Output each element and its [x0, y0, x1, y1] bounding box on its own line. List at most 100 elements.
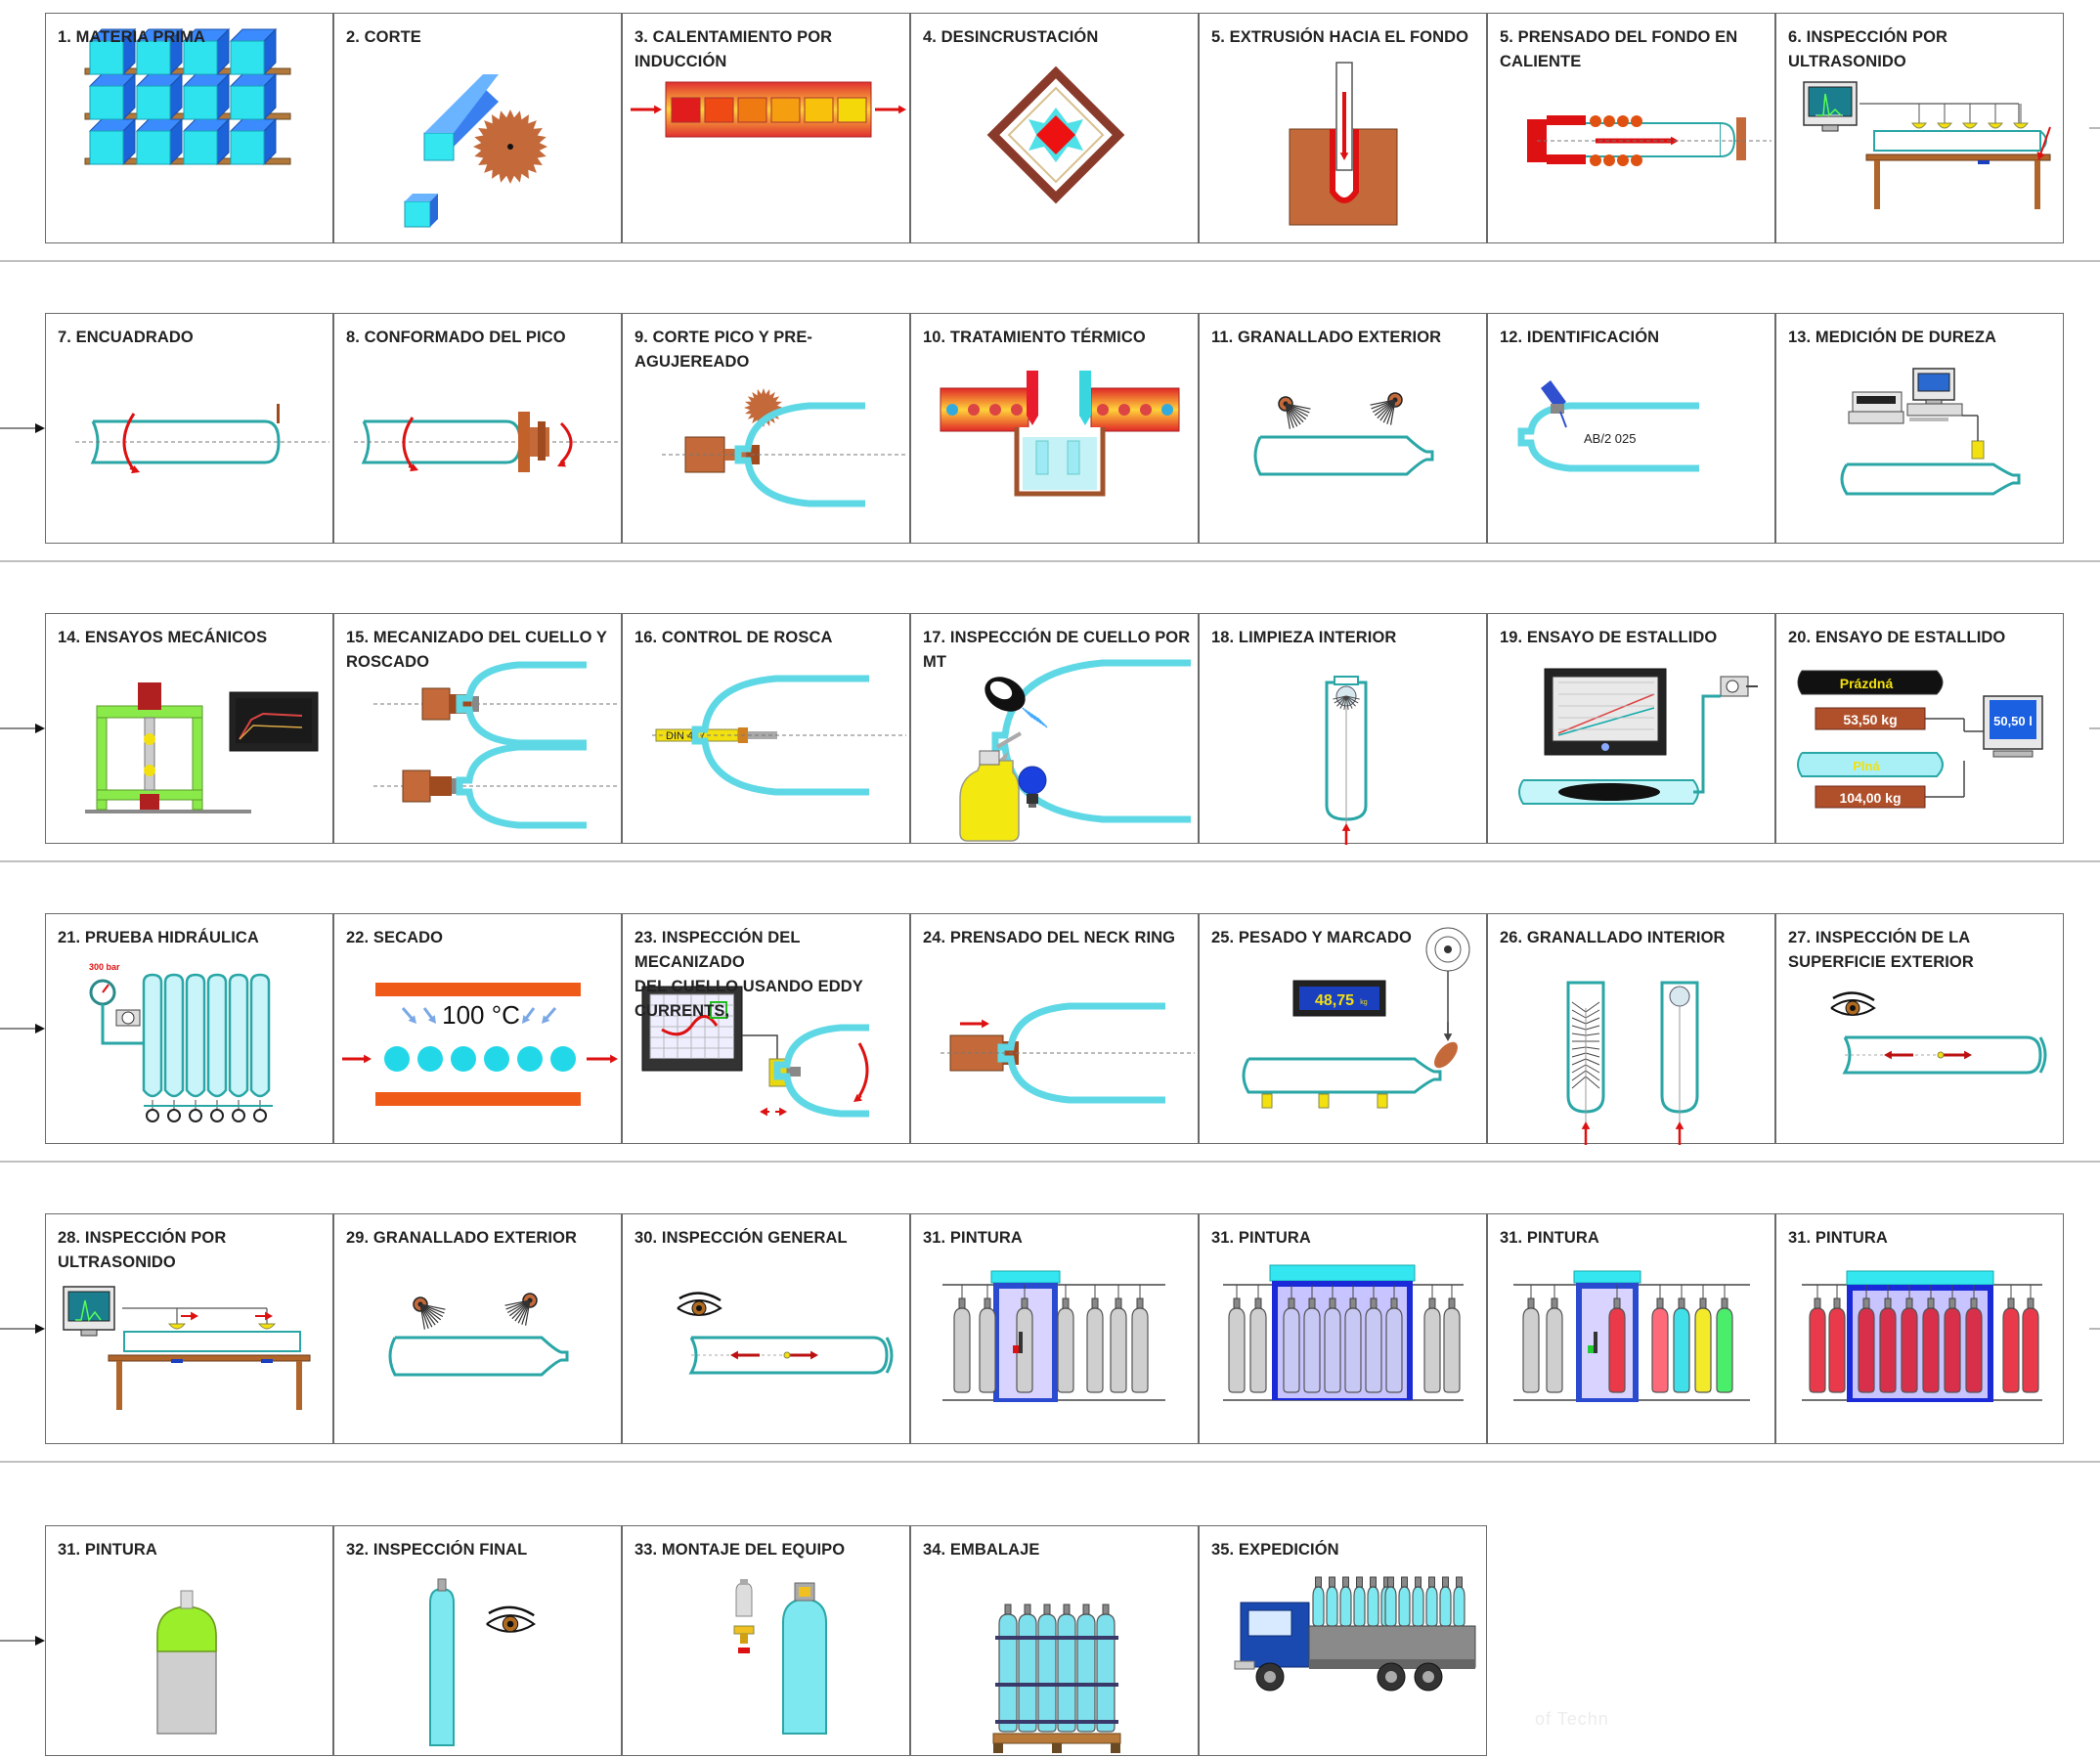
- step-illustration-descale: [986, 66, 1125, 204]
- step-illustration-thread: DIN 477: [652, 675, 906, 796]
- step-label: 25. PESADO Y MARCADO: [1211, 929, 1412, 946]
- step-label: 13. MEDICIÓN DE DUREZA: [1788, 329, 1997, 346]
- step-label: 23. INSPECCIÓN DEL MECANIZADO DEL CUELLO…: [634, 929, 863, 1020]
- step-label: 32. INSPECCIÓN FINAL: [346, 1541, 528, 1559]
- step-illustration-ultrasound: [1803, 81, 2051, 209]
- step-label: 11. GRANALLADO EXTERIOR: [1211, 329, 1442, 346]
- step-illustration-burst: [1518, 668, 1758, 805]
- step-tile-s32: 31. PINTURA: [910, 1213, 1199, 1444]
- step-tile-s25: 24. PRENSADO DEL NECK RING: [910, 913, 1199, 1144]
- svg-text:53,50 kg: 53,50 kg: [1843, 712, 1897, 727]
- step-illustration-valve: [733, 1579, 827, 1735]
- step-label: 31. PINTURA: [923, 1229, 1023, 1247]
- step-label: 31. PINTURA: [1500, 1229, 1599, 1247]
- step-illustration-hydro: 300 bar: [89, 962, 273, 1122]
- step-tile-s34: 31. PINTURA: [1487, 1213, 1775, 1444]
- step-tile-s07: 6. INSPECCIÓN POR ULTRASONIDO: [1775, 13, 2064, 243]
- step-tile-s01: 1. MATERIA PRIMA: [45, 13, 333, 243]
- watermark: of Techn: [1535, 1709, 1609, 1729]
- step-illustration-eddy: [641, 986, 869, 1118]
- step-illustration-heat: [940, 371, 1180, 497]
- svg-text:kg: kg: [1360, 999, 1368, 1006]
- step-tile-s33: 31. PINTURA: [1199, 1213, 1487, 1444]
- step-label: 18. LIMPIEZA INTERIOR: [1211, 629, 1397, 646]
- step-tile-s35: 31. PINTURA: [1775, 1213, 2064, 1444]
- step-tile-s29: 28. INSPECCIÓN POR ULTRASONIDO: [45, 1213, 333, 1444]
- step-label: 16. CONTROL DE ROSCA: [634, 629, 833, 646]
- step-tile-s09: 8. CONFORMADO DEL PICO: [333, 313, 622, 544]
- step-tile-s18: 17. INSPECCIÓN DE CUELLO POR MT: [910, 613, 1199, 844]
- step-tile-s17: DIN 477 16. CONTROL DE ROSCA: [622, 613, 910, 844]
- step-illustration-paint4: [1802, 1270, 2042, 1402]
- step-illustration-paintdone: [156, 1590, 217, 1735]
- step-label: 22. SECADO: [346, 929, 444, 946]
- step-tile-s37: 32. INSPECCIÓN FINAL: [333, 1525, 622, 1756]
- step-label: 5. PRENSADO DEL FONDO EN CALIENTE: [1500, 28, 1738, 70]
- step-illustration-cut: [404, 74, 547, 228]
- step-illustration-mech: [85, 682, 319, 813]
- step-label: 27. INSPECCIÓN DE LA SUPERFICIE EXTERIOR: [1788, 929, 1974, 971]
- step-illustration-paint1: [942, 1270, 1165, 1402]
- step-tile-s14: 13. MEDICIÓN DE DUREZA: [1775, 313, 2064, 544]
- step-tile-s39: 34. EMBALAJE: [910, 1525, 1199, 1756]
- step-tile-s11: 10. TRATAMIENTO TÉRMICO: [910, 313, 1199, 544]
- step-illustration-hotpress: [1527, 115, 1772, 166]
- step-illustration-shot: [388, 1293, 569, 1377]
- step-tile-s22: 300 bar 21. PRUEBA HIDRÁULICA: [45, 913, 333, 1144]
- step-tile-s10: 9. CORTE PICO Y PRE-AGUJEREADO: [622, 313, 910, 544]
- step-illustration-hardness: [1840, 368, 2021, 496]
- step-label: 10. TRATAMIENTO TÉRMICO: [923, 329, 1146, 346]
- step-label: 7. ENCUADRADO: [58, 329, 194, 346]
- step-tile-s12: 11. GRANALLADO EXTERIOR: [1199, 313, 1487, 544]
- step-illustration-neckring: [941, 1002, 1195, 1104]
- step-tile-s28: 27. INSPECCIÓN DE LA SUPERFICIE EXTERIOR: [1775, 913, 2064, 1144]
- step-illustration-shot: [1253, 392, 1434, 476]
- step-tile-s02: 2. CORTE: [333, 13, 622, 243]
- step-illustration-pack: [992, 1604, 1121, 1753]
- step-illustration-surface: [677, 1292, 894, 1375]
- step-tile-s16: 15. MECANIZADO DEL CUELLO Y ROSCADO: [333, 613, 622, 844]
- step-label: 1. MATERIA PRIMA: [58, 28, 206, 46]
- step-tile-s36: 31. PINTURA: [45, 1525, 333, 1756]
- step-label: 28. INSPECCIÓN POR ULTRASONIDO: [58, 1229, 227, 1271]
- step-label: 15. MECANIZADO DEL CUELLO Y ROSCADO: [346, 629, 607, 671]
- step-illustration-ident: AB/2 025: [1517, 380, 1699, 472]
- step-illustration-paint2: [1223, 1264, 1464, 1401]
- step-tile-s38: 33. MONTAJE DEL EQUIPO: [622, 1525, 910, 1756]
- step-label: 3. CALENTAMIENTO POR INDUCCIÓN: [634, 28, 833, 70]
- step-label: 9. CORTE PICO Y PRE-AGUJEREADO: [634, 329, 813, 371]
- step-illustration-weigh: 48,75 kg: [1242, 927, 1470, 1109]
- step-illustration-surface: [1830, 991, 2047, 1075]
- svg-text:AB/2 025: AB/2 025: [1584, 431, 1637, 446]
- step-label: 24. PRENSADO DEL NECK RING: [923, 929, 1176, 946]
- step-label: 21. PRUEBA HIDRÁULICA: [58, 929, 259, 946]
- svg-text:300 bar: 300 bar: [89, 962, 120, 972]
- step-illustration-innershot: [1566, 981, 1699, 1145]
- step-illustration-truck: [1234, 1576, 1476, 1692]
- step-label: 31. PINTURA: [1788, 1229, 1888, 1247]
- step-label: 8. CONFORMADO DEL PICO: [346, 329, 566, 346]
- step-label: 19. ENSAYO DE ESTALLIDO: [1500, 629, 1718, 646]
- step-tile-s05: 5. EXTRUSIÓN HACIA EL FONDO: [1199, 13, 1487, 243]
- step-illustration-machining: [373, 661, 618, 829]
- step-tile-s30: 29. GRANALLADO EXTERIOR: [333, 1213, 622, 1444]
- step-illustration-ultrasound2: [63, 1286, 311, 1410]
- svg-text:48,75: 48,75: [1315, 992, 1354, 1009]
- svg-text:50,50 l: 50,50 l: [1993, 714, 2033, 728]
- step-illustration-paint3: [1513, 1270, 1750, 1402]
- step-tile-s04: 4. DESINCRUSTACIÓN: [910, 13, 1199, 243]
- step-illustration-induction: [631, 81, 906, 138]
- step-tile-s40: 35. EXPEDICIÓN: [1199, 1525, 1487, 1756]
- step-label: 34. EMBALAJE: [923, 1541, 1040, 1559]
- step-illustration-raw: [84, 27, 291, 166]
- step-label: 6. INSPECCIÓN POR ULTRASONIDO: [1788, 28, 1948, 70]
- step-label: 4. DESINCRUSTACIÓN: [923, 28, 1099, 46]
- step-tile-s20: 19. ENSAYO DE ESTALLIDO: [1487, 613, 1775, 844]
- step-illustration-neckcut: [662, 388, 906, 507]
- step-label: 31. PINTURA: [58, 1541, 157, 1559]
